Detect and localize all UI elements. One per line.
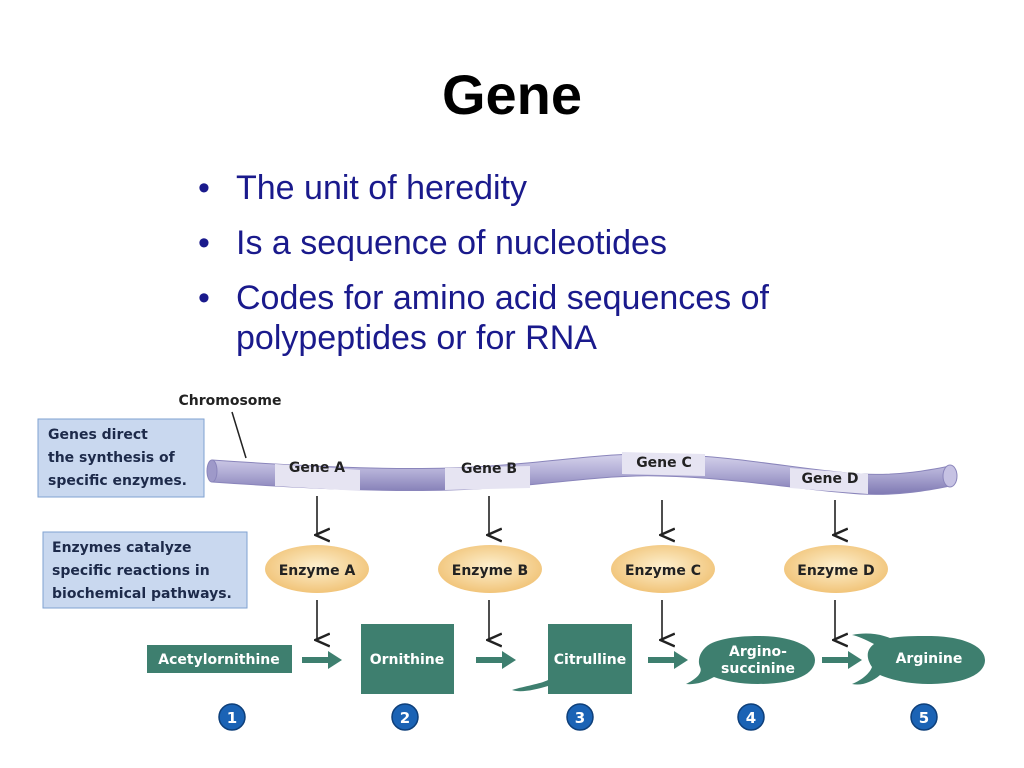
compound-label: Acetylornithine: [158, 652, 279, 668]
step-number: 3: [575, 709, 585, 727]
bullet-text: The unit of heredity: [236, 169, 528, 207]
compound-citrulline: [512, 624, 632, 694]
compound-ornithine: [361, 624, 454, 694]
compound-label: Citrulline: [554, 652, 627, 668]
bullet-list: • The unit of heredity • Is a sequence of …: [198, 168, 898, 373]
gene-label: Gene D: [802, 471, 859, 487]
compound-label: succinine: [721, 661, 795, 677]
gene-band: [275, 464, 360, 491]
bullet-text-line: Codes for amino acid sequences of: [236, 279, 769, 317]
gene-label: Gene B: [461, 461, 517, 477]
note-line: specific reactions in: [52, 563, 210, 579]
note-genes: Genes direct the synthesis of specific e…: [37, 418, 205, 498]
note-enzymes: Enzymes catalyze specific reactions in b…: [42, 531, 248, 609]
gene-band: [622, 452, 705, 476]
enzyme-ellipse: [611, 545, 715, 593]
bullet-dot: •: [198, 169, 210, 207]
compound-label: Ornithine: [370, 652, 445, 668]
enzymes: Enzyme A Enzyme B Enzyme C Enzyme D: [265, 545, 888, 593]
enzyme-ellipse: [784, 545, 888, 593]
chromosome-pointer: [231, 411, 247, 459]
enzyme-ellipse: [265, 545, 369, 593]
bullet-item: • Is a sequence of nucleotides: [198, 223, 898, 263]
step-number: 2: [400, 709, 410, 727]
slide-title: Gene: [441, 63, 583, 126]
note-line: biochemical pathways.: [52, 586, 232, 602]
reaction-arrows: [302, 651, 862, 669]
step-numbers: 1 2 3 4 5: [218, 703, 938, 731]
step-number: 1: [227, 709, 237, 727]
compound-acetylornithine: [147, 645, 292, 673]
note-line: Enzymes catalyze: [52, 540, 192, 556]
note-line: specific enzymes.: [48, 473, 187, 489]
enzyme-label: Enzyme B: [452, 563, 528, 579]
note-line: the synthesis of: [48, 450, 176, 466]
note-line: Genes direct: [48, 427, 148, 443]
gene-band: [790, 468, 868, 494]
compound-label: Arginine: [896, 651, 963, 667]
gene-to-enzyme-arrows: [317, 496, 835, 535]
step-number: 5: [919, 709, 929, 727]
chromosome-label: Chromosome: [178, 393, 281, 409]
compound-arginine: [852, 633, 985, 685]
bullet-text: Is a sequence of nucleotides: [236, 224, 667, 262]
enzyme-ellipse: [438, 545, 542, 593]
compounds: Acetylornithine Ornithine Citrulline Arg…: [147, 624, 985, 694]
enzyme-to-reaction-arrows: [317, 600, 835, 640]
bullet-item: • The unit of heredity: [198, 168, 898, 208]
compound-argininosuccinate: [686, 636, 815, 685]
gene-label: Gene A: [289, 460, 345, 476]
bullet-text-line: polypeptides or for RNA: [236, 319, 597, 357]
enzyme-label: Enzyme A: [279, 563, 356, 579]
gene-band: [445, 466, 530, 490]
compound-label: Argino-: [729, 644, 787, 660]
enzyme-label: Enzyme D: [797, 563, 874, 579]
bullet-dot: •: [198, 279, 210, 317]
chromosome: Gene A Gene B Gene C Gene D: [206, 452, 958, 495]
gene-label: Gene C: [636, 455, 692, 471]
bullet-dot: •: [198, 224, 210, 262]
enzyme-label: Enzyme C: [625, 563, 701, 579]
step-number: 4: [746, 709, 756, 727]
